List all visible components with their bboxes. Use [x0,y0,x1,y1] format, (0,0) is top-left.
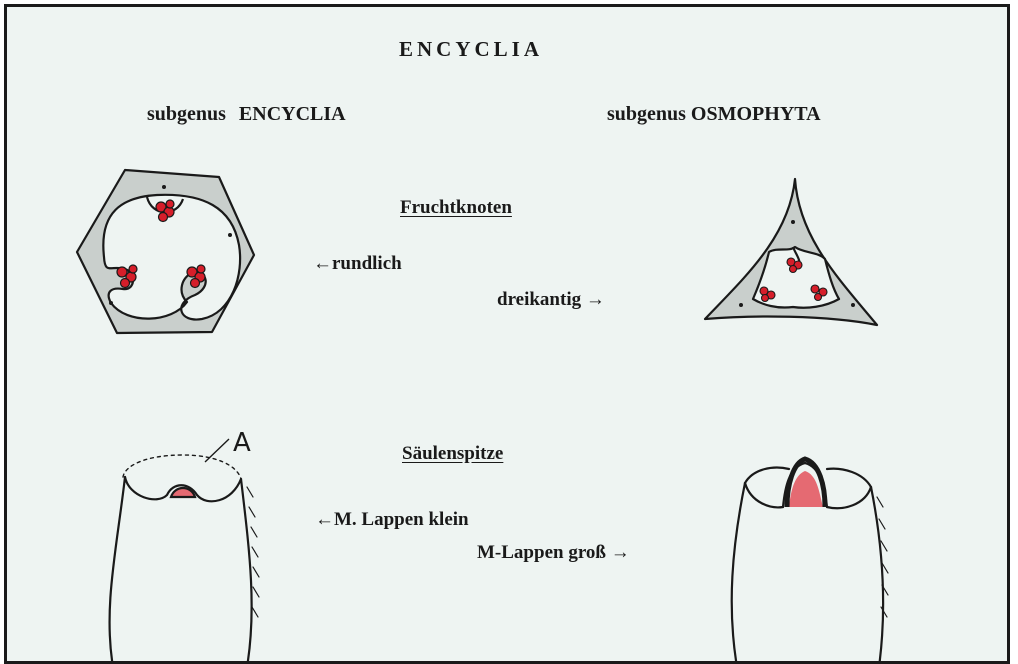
callout-a-label: A [233,428,251,458]
figure-frame: ENCYCLIA subgenus ENCYCLIA subgenus OSMO… [4,4,1010,664]
column-tip-small-lobe [110,455,259,664]
rounded-ovary-cross-section [77,170,254,333]
callout-a: A [205,428,251,462]
triangular-ovary-cross-section [705,179,877,325]
illustration-layer: A [7,7,1010,664]
